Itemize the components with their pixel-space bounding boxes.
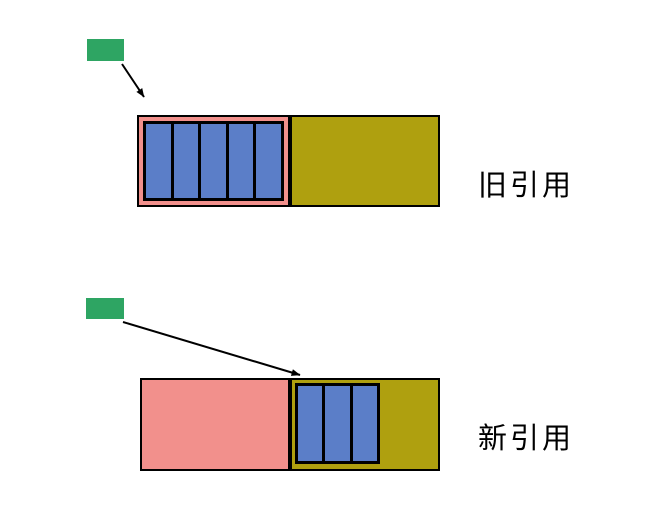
old-reference-label: 旧引用 <box>478 170 575 202</box>
array-slot <box>256 124 281 198</box>
new-pointer-arrow-icon <box>122 321 301 376</box>
new-array-slots <box>295 383 380 464</box>
array-slot <box>173 124 199 198</box>
old-pointer-arrow-icon <box>121 63 145 98</box>
old-free-capacity-region <box>290 115 440 207</box>
new-reference-label: 新引用 <box>478 423 575 455</box>
new-pointer-box <box>86 298 124 319</box>
array-slot <box>352 386 377 461</box>
old-array-slots <box>143 121 284 201</box>
new-released-region <box>140 378 290 471</box>
array-slot <box>146 124 171 198</box>
old-array-region <box>137 115 290 207</box>
array-slot <box>298 386 323 461</box>
array-slot <box>201 124 226 198</box>
new-array-region <box>290 378 440 471</box>
array-slot <box>228 124 254 198</box>
array-slot <box>325 386 350 461</box>
old-pointer-box <box>87 39 124 61</box>
